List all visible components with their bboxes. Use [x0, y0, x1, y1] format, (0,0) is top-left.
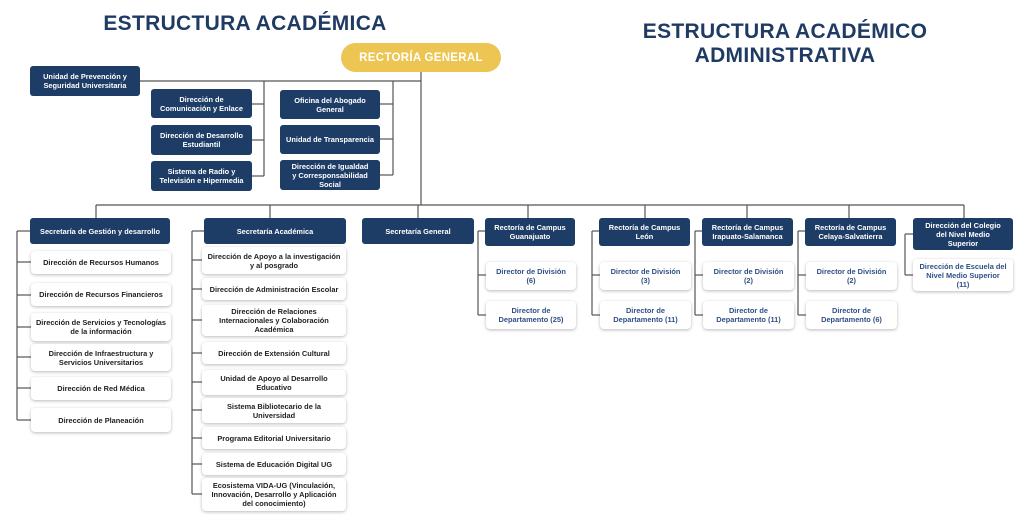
- node-escuela-nivel-medio-superior: Dirección de Escuela del Nivel Medio Sup…: [913, 259, 1013, 291]
- node-educacion-digital: Sistema de Educación Digital UG: [202, 453, 346, 475]
- node-relaciones-internacionales: Dirección de Relaciones Internacionales …: [202, 305, 346, 336]
- node-radio-television: Sistema de Radio y Televisión e Hipermed…: [151, 161, 252, 191]
- node-desarrollo-estudiantil: Dirección de Desarrollo Estudiantil: [151, 125, 252, 155]
- node-irapuato-departamento: Director de Departamento (11): [703, 301, 794, 329]
- node-colegio-nivel-medio-superior: Dirección del Colegio del Nivel Medio Su…: [913, 218, 1013, 250]
- node-leon-division: Director de División (3): [600, 262, 691, 290]
- node-red-medica: Dirección de Red Médica: [31, 377, 171, 400]
- node-abogado-general: Oficina del Abogado General: [280, 90, 380, 119]
- node-guanajuato-division: Director de División (6): [486, 262, 576, 290]
- node-infraestructura: Dirección de Infraestructura y Servicios…: [31, 344, 171, 371]
- node-campus-irapuato-salamanca: Rectoría de Campus Irapuato-Salamanca: [702, 218, 793, 246]
- node-planeacion: Dirección de Planeación: [31, 408, 171, 432]
- node-programa-editorial: Programa Editorial Universitario: [202, 427, 346, 449]
- node-celaya-division: Director de División (2): [806, 262, 897, 290]
- title-estructura-academico-administrativa: ESTRUCTURA ACADÉMICO ADMINISTRATIVA: [642, 20, 928, 67]
- node-secretaria-gestion: Secretaría de Gestión y desarrollo: [30, 218, 170, 244]
- node-comunicacion-enlace: Dirección de Comunicación y Enlace: [151, 89, 252, 118]
- node-servicios-tecnologias: Dirección de Servicios y Tecnologías de …: [31, 313, 171, 341]
- node-apoyo-investigacion: Dirección de Apoyo a la investigación y …: [202, 247, 346, 274]
- node-unidad-transparencia: Unidad de Transparencia: [280, 125, 380, 154]
- node-desarrollo-educativo: Unidad de Apoyo al Desarrollo Educativo: [202, 370, 346, 395]
- node-secretaria-general: Secretaría General: [362, 218, 474, 244]
- node-campus-leon: Rectoría de Campus León: [599, 218, 690, 246]
- title-estructura-academica: ESTRUCTURA ACADÉMICA: [103, 12, 387, 35]
- node-campus-celaya-salvatierra: Rectoría de Campus Celaya-Salvatierra: [805, 218, 896, 246]
- node-ecosistema-vida-ug: Ecosistema VIDA-UG (Vinculación, Innovac…: [202, 478, 346, 511]
- node-recursos-financieros: Dirección de Recursos Financieros: [31, 283, 171, 306]
- node-igualdad: Dirección de Igualdad y Corresponsabilid…: [280, 160, 380, 190]
- node-prevencion-seguridad: Unidad de Prevención y Seguridad Univers…: [30, 66, 140, 96]
- node-recursos-humanos: Dirección de Recursos Humanos: [31, 251, 171, 274]
- rectoria-general-node: RECTORÍA GENERAL: [341, 43, 501, 72]
- node-secretaria-academica: Secretaría Académica: [204, 218, 346, 244]
- node-administracion-escolar: Dirección de Administración Escolar: [202, 278, 346, 300]
- node-sistema-bibliotecario: Sistema Bibliotecario de la Universidad: [202, 398, 346, 423]
- node-guanajuato-departamento: Director de Departamento (25): [486, 301, 576, 329]
- node-campus-guanajuato: Rectoría de Campus Guanajuato: [485, 218, 575, 246]
- node-celaya-departamento: Director de Departamento (6): [806, 301, 897, 329]
- node-irapuato-division: Director de División (2): [703, 262, 794, 290]
- node-leon-departamento: Director de Departamento (11): [600, 301, 691, 329]
- node-extension-cultural: Dirección de Extensión Cultural: [202, 342, 346, 364]
